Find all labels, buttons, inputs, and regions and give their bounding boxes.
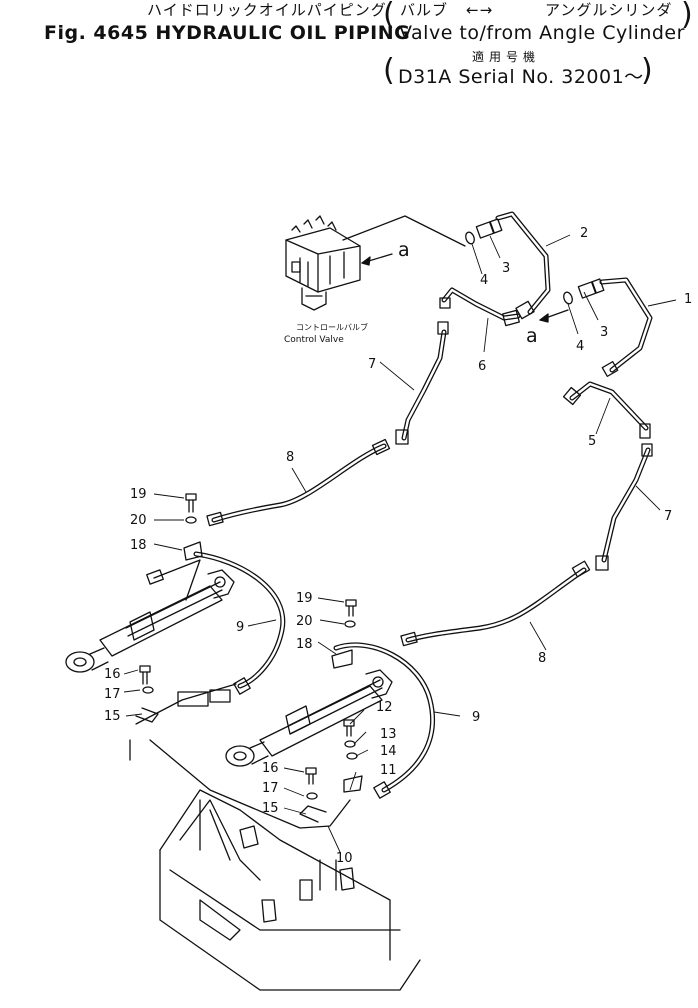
o-ring-4-lower	[563, 291, 573, 305]
part-callout-16: 16	[104, 667, 121, 682]
part-callout-18: 18	[130, 538, 147, 553]
washer-17-right	[306, 792, 318, 800]
part-callout-5: 5	[588, 434, 596, 449]
japanese-arrows: ←→	[466, 1, 494, 19]
part-callout-7: 7	[664, 509, 672, 524]
angle-cylinder-right	[225, 669, 393, 767]
connector-3-upper	[475, 221, 495, 239]
bracket-18-right	[331, 649, 353, 669]
part-callout-18: 18	[296, 637, 313, 652]
open-paren-2: (	[383, 53, 395, 88]
washer-17-left	[142, 686, 154, 694]
part-callout-1: 1	[684, 292, 692, 307]
japanese-valve-label: バルブ	[400, 1, 449, 19]
part-callout-15: 15	[104, 709, 121, 724]
part-callout-19: 19	[296, 591, 313, 606]
part-callout-11: 11	[380, 763, 397, 778]
pipe-1	[599, 277, 653, 373]
serial-number: D31A Serial No. 32001～	[398, 66, 644, 88]
part-callout-14: 14	[380, 744, 397, 759]
part-callout-9: 9	[472, 710, 480, 725]
pipe-7-upper	[401, 329, 447, 441]
pipe-6	[441, 287, 521, 321]
part-callout-17: 17	[104, 687, 121, 702]
bolt-19-left	[185, 493, 197, 513]
applicable-machine-jp: 適用号機	[472, 50, 541, 64]
part-callout-4: 4	[576, 339, 584, 354]
bracket-11	[343, 775, 363, 793]
part-callout-8: 8	[538, 651, 546, 666]
bolt-19-right	[345, 599, 357, 617]
part-callout-3: 3	[502, 261, 510, 276]
hose-8-upper	[211, 443, 387, 523]
part-callout-8: 8	[286, 450, 294, 465]
o-ring-4-upper	[465, 231, 475, 245]
control-valve	[285, 215, 361, 311]
part-callout-12: 12	[376, 700, 393, 715]
part-callout-6: 6	[478, 359, 486, 374]
frame	[159, 789, 421, 991]
tube-10	[149, 739, 351, 829]
view-mark-a-upper: a	[398, 239, 410, 261]
hose-8-lower	[405, 567, 587, 643]
bracket-18-left	[183, 541, 203, 561]
close-paren-2: )	[641, 53, 653, 88]
clamp-15-left	[135, 707, 159, 723]
figure-title: Fig. 4645 HYDRAULIC OIL PIPING	[44, 22, 411, 44]
part-callout-10: 10	[336, 851, 353, 866]
washer-20-right	[344, 620, 356, 628]
part-callout-2: 2	[580, 226, 588, 241]
tube-10-upper	[135, 683, 237, 725]
part-callout-17: 17	[262, 781, 279, 796]
part-callout-9: 9	[236, 620, 244, 635]
part-callout-20: 20	[130, 513, 147, 528]
bolt-16-right	[305, 767, 317, 785]
part-callout-13: 13	[380, 727, 397, 742]
connector-3-lower	[577, 281, 597, 299]
open-paren-1: (	[383, 0, 395, 32]
valve-cylinder-subtitle: Valve to/from Angle Cylinder	[399, 22, 685, 44]
clamp-15-right	[299, 805, 327, 823]
angle-cylinder-left	[65, 569, 235, 673]
close-paren-1: )	[681, 0, 693, 32]
part-callout-7: 7	[368, 357, 376, 372]
part-callout-15: 15	[262, 801, 279, 816]
part-callout-4: 4	[480, 273, 488, 288]
washer-14	[346, 752, 358, 760]
japanese-cylinder-label: アングルシリンダ	[545, 1, 673, 19]
valve-leader-line	[342, 215, 466, 247]
bolt-12	[343, 719, 355, 737]
part-callout-16: 16	[262, 761, 279, 776]
washer-20-left	[185, 516, 197, 524]
part-callout-20: 20	[296, 614, 313, 629]
bolt-16-left	[139, 665, 151, 685]
view-mark-a-lower: a	[526, 325, 538, 347]
part-callout-3: 3	[600, 325, 608, 340]
control-valve-label-en: Control Valve	[284, 335, 344, 345]
japanese-title: ハイドロリックオイルパイピング	[147, 1, 387, 19]
washer-13	[344, 740, 356, 748]
cylinder-left-pipe	[153, 559, 201, 601]
part-callout-19: 19	[130, 487, 147, 502]
control-valve-label-jp: コントロールバルブ	[296, 322, 368, 332]
junction-block	[177, 691, 209, 707]
